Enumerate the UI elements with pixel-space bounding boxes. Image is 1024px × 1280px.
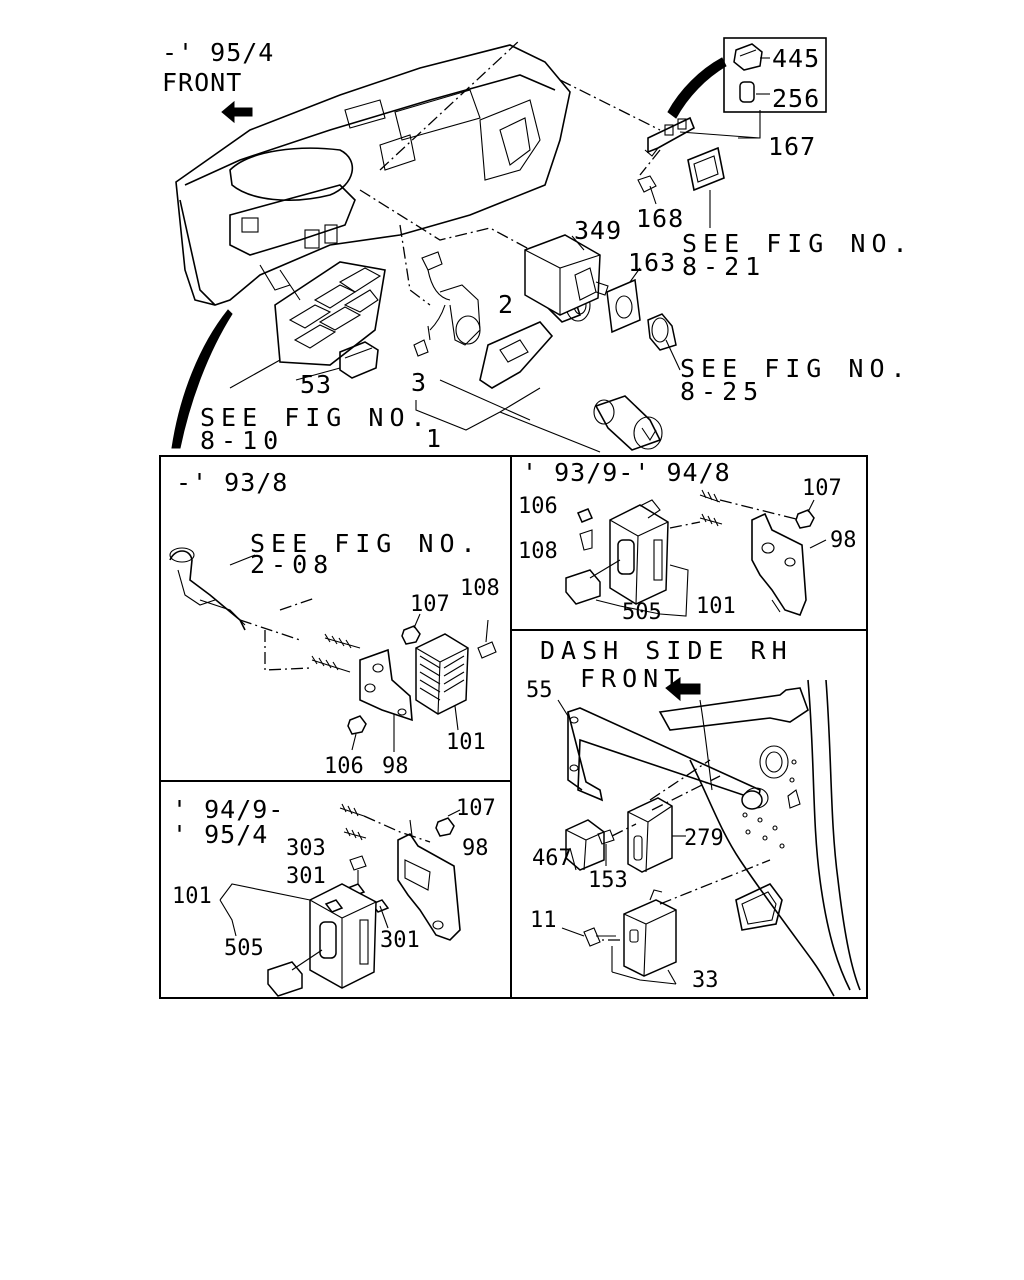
panel-d-callout-467: 467	[532, 846, 572, 871]
top-front-label: FRONT	[162, 68, 243, 97]
dashboard-assembly	[171, 37, 827, 453]
panel-b-callout-107: 107	[802, 476, 842, 501]
panel-c-callout-98: 98	[462, 836, 489, 861]
see-fig-8-25-line1: SEE FIG NO.	[680, 354, 912, 383]
callout-53: 53	[300, 370, 333, 399]
panel-c-period-line2: ' 95/4	[172, 820, 269, 849]
panel-d-title: DASH SIDE RH	[540, 636, 793, 665]
see-fig-8-10-line1: SEE FIG NO.	[200, 403, 432, 432]
panel-d-callout-11: 11	[530, 908, 557, 933]
callout-2: 2	[498, 290, 515, 319]
panel-a-callout-101: 101	[446, 730, 486, 755]
callout-167: 167	[768, 132, 817, 161]
panel-b-drawing	[565, 489, 827, 617]
callout-445: 445	[772, 44, 821, 73]
callout-3: 3	[411, 368, 428, 397]
see-fig-8-21-line2: 8-21	[682, 252, 767, 281]
panel-d-frame	[510, 629, 868, 999]
panel-d-callout-33: 33	[692, 968, 719, 993]
panel-a-drawing	[169, 547, 497, 752]
panel-a-period: -' 93/8	[176, 468, 289, 497]
panel-b-callout-98: 98	[830, 528, 857, 553]
callout-163: 163	[628, 248, 677, 277]
panel-b-callout-108: 108	[518, 539, 558, 564]
top-period-label: -' 95/4	[162, 38, 275, 67]
panel-a-callout-108: 108	[460, 576, 500, 601]
panel-c-callout-303: 303	[286, 836, 326, 861]
panel-a-see-line1: SEE FIG NO.	[250, 529, 482, 558]
panel-b-callout-106: 106	[518, 494, 558, 519]
panel-d-drawing	[557, 677, 861, 997]
panel-d-callout-279: 279	[684, 826, 724, 851]
panel-c-drawing	[219, 803, 461, 997]
panel-a-see-line2: 2-08	[250, 550, 335, 579]
see-fig-8-21-line1: SEE FIG NO.	[682, 229, 914, 258]
callout-1: 1	[426, 424, 443, 453]
panel-d-front: FRONT	[580, 664, 686, 693]
see-fig-8-10-line2: 8-10	[200, 426, 285, 455]
panel-c-period-line1: ' 94/9-	[172, 795, 285, 824]
panel-b-callout-505: 505	[622, 600, 662, 625]
panel-d-callout-153: 153	[588, 868, 628, 893]
callout-168: 168	[636, 204, 685, 233]
panel-a-callout-106: 106	[324, 754, 364, 779]
panel-c-callout-107: 107	[456, 796, 496, 821]
panel-c-callout-101: 101	[172, 884, 212, 909]
panel-b-callout-101: 101	[696, 594, 736, 619]
panel-a-callout-98: 98	[382, 754, 409, 779]
callout-256: 256	[772, 84, 821, 113]
see-fig-8-25-line2: 8-25	[680, 377, 765, 406]
callout-349: 349	[574, 216, 623, 245]
panel-c-callout-301-top: 301	[286, 864, 326, 889]
panel-a-callout-107: 107	[410, 592, 450, 617]
panel-c-callout-301-bottom: 301	[380, 928, 420, 953]
panel-b-period: ' 93/9-' 94/8	[522, 458, 731, 487]
panel-d-callout-55: 55	[526, 678, 553, 703]
panel-c-callout-505: 505	[224, 936, 264, 961]
